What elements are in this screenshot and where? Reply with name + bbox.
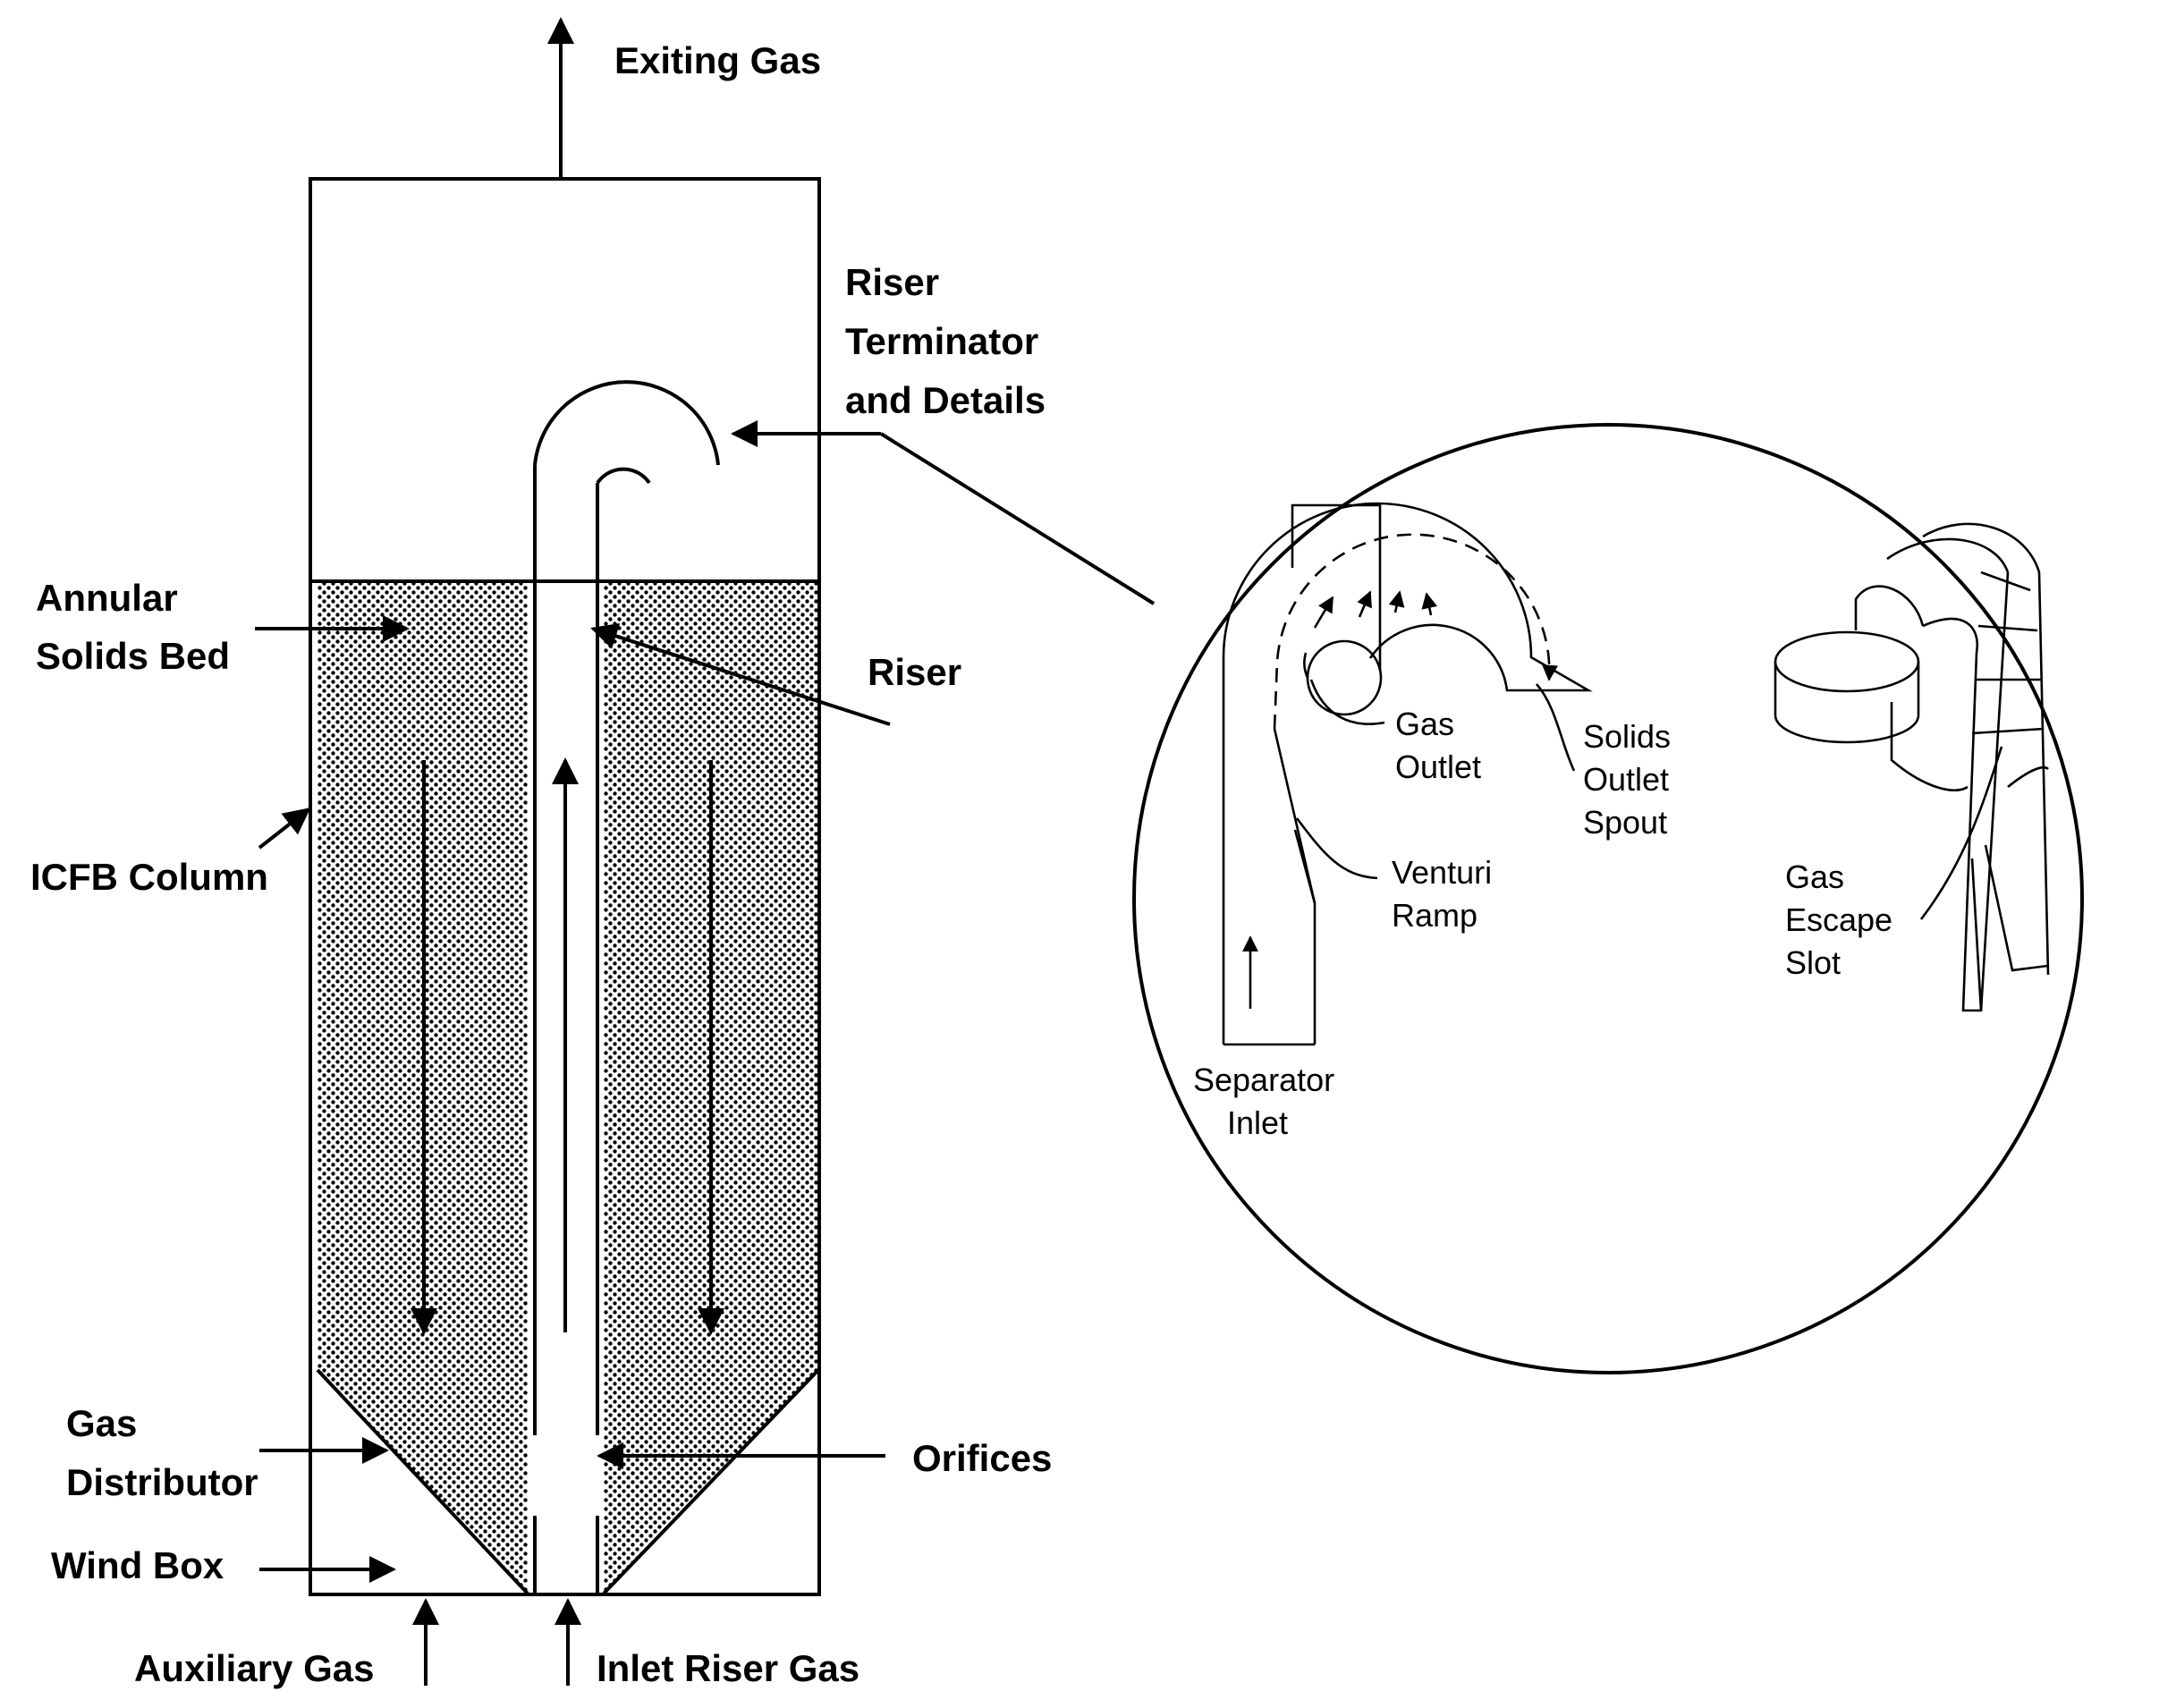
riser-label: Riser: [868, 651, 961, 693]
wind-box-label: Wind Box: [51, 1544, 224, 1586]
riser-leader: [590, 623, 891, 726]
gas-distributor-label: Gas Distributor: [66, 1402, 258, 1503]
gas-escape-slot-sketch: [1774, 522, 2050, 1012]
detail-circle: [1132, 423, 2084, 1374]
riser-terminator-label: Riser Terminator and Details: [845, 261, 1049, 421]
detail-connector: [879, 432, 1156, 605]
icfb-column-label: ICFB Column: [30, 856, 268, 898]
gas-distributor-cone-right: [602, 1368, 820, 1595]
annular-solids-bed-label: Annular Solids Bed: [36, 577, 230, 677]
gas-distributor-cone: [316, 1368, 529, 1595]
riser-terminator-inner: [596, 467, 651, 485]
column-outline: [309, 177, 821, 1596]
main-labels: Exiting Gas Riser Terminator and Details…: [30, 39, 1052, 1689]
solids-outlet-spout-label: Solids Outlet Spout: [1583, 718, 1680, 841]
gas-outlet-label: Gas Outlet: [1395, 706, 1481, 785]
orifice-right: [592, 1435, 603, 1516]
gas-escape-slot-label: Gas Escape Slot: [1785, 858, 1901, 981]
main-leaders: [255, 420, 1156, 1583]
detail-callout: [1132, 423, 2084, 1374]
riser-terminator-hook: [533, 380, 720, 466]
detail-labels: Gas Outlet Solids Outlet Spout Venturi R…: [1193, 706, 1901, 1141]
icfb-column-leader: [258, 807, 311, 850]
orifices-label: Orifices: [912, 1437, 1052, 1479]
inlet-riser-gas-label: Inlet Riser Gas: [597, 1647, 859, 1689]
exiting-gas-label: Exiting Gas: [614, 39, 821, 81]
separator-sketch: [1222, 502, 1593, 1046]
venturi-ramp-label: Venturi Ramp: [1392, 854, 1501, 934]
auxiliary-gas-label: Auxiliary Gas: [134, 1647, 374, 1689]
gas-outlet-circle: [1306, 639, 1383, 716]
orifice-left: [529, 1435, 540, 1516]
separator-inlet-label: Separator Inlet: [1193, 1061, 1343, 1141]
icfb-column: [309, 17, 821, 1686]
